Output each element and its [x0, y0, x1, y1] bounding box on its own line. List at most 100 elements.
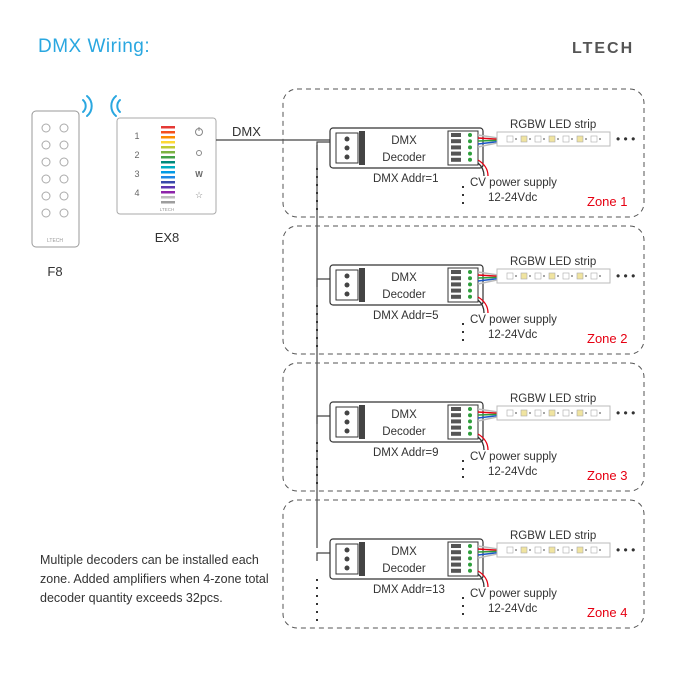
dmx-address: DMX Addr=9	[373, 447, 439, 459]
dmx-address: DMX Addr=5	[373, 310, 439, 322]
output-wire	[477, 142, 499, 148]
strip-continuation: • • •	[616, 132, 635, 146]
zone-box	[282, 362, 645, 492]
strip-continuation: • • •	[616, 406, 635, 420]
output-wire	[477, 274, 499, 277]
dmx-decoder: DMX Decoder	[329, 127, 484, 169]
output-wire	[477, 137, 499, 140]
color-stripe	[161, 171, 175, 174]
color-stripe	[161, 151, 175, 154]
zone-number-4: 4	[134, 188, 139, 198]
color-stripe	[161, 141, 175, 144]
color-stripe	[161, 161, 175, 164]
panel-label: EX8	[155, 230, 180, 245]
output-wire	[477, 134, 499, 139]
power-wire	[477, 162, 485, 177]
power-voltage-label: 12-24Vdc	[488, 192, 537, 204]
brand-logo: LTECH	[572, 40, 635, 57]
wifi-icon	[82, 95, 93, 117]
led-strip	[496, 542, 611, 558]
strip-continuation: • • •	[616, 269, 635, 283]
power-voltage-label: 12-24Vdc	[488, 603, 537, 615]
color-stripe	[161, 201, 175, 204]
decoder-title: DMX	[391, 409, 417, 421]
color-stripe	[161, 146, 175, 149]
output-wire	[477, 279, 499, 285]
zone-number-3: 3	[134, 169, 139, 179]
color-stripe	[161, 126, 175, 129]
output-wire	[477, 277, 499, 282]
color-stripe	[161, 186, 175, 189]
output-wire	[477, 140, 499, 145]
power-wire	[477, 296, 489, 314]
strip-continuation: • • •	[616, 543, 635, 557]
power-supply-label: CV power supply	[470, 451, 557, 463]
zone-number-1: 1	[134, 131, 139, 141]
zone-box	[282, 88, 645, 218]
color-stripe	[161, 166, 175, 169]
power-wire	[477, 436, 485, 451]
power-supply-label: CV power supply	[470, 588, 557, 600]
strip-label: RGBW LED strip	[510, 119, 596, 131]
star-icon: ☆	[195, 190, 203, 200]
color-stripe	[161, 131, 175, 134]
output-wire	[477, 139, 499, 142]
output-wire	[477, 545, 499, 550]
color-stripe	[161, 136, 175, 139]
zone-box	[282, 499, 645, 629]
output-wire	[477, 553, 499, 559]
zone-number-2: 2	[134, 150, 139, 160]
led-strip	[496, 131, 611, 147]
output-wire	[477, 414, 499, 419]
color-stripe	[161, 176, 175, 179]
color-stripe	[161, 181, 175, 184]
color-stripe	[161, 191, 175, 194]
color-stripe	[161, 156, 175, 159]
output-wire	[477, 408, 499, 413]
sun-icon	[196, 150, 202, 156]
power-voltage-label: 12-24Vdc	[488, 466, 537, 478]
remote-f8: LTECH F8	[31, 110, 80, 279]
decoder-subtitle: Decoder	[382, 289, 426, 301]
decoder-subtitle: Decoder	[382, 152, 426, 164]
panel-logo: LTECH	[160, 207, 174, 212]
installation-note: Multiple decoders can be installed each …	[40, 553, 269, 605]
strip-label: RGBW LED strip	[510, 530, 596, 542]
output-wire	[477, 413, 499, 416]
decoder-subtitle: Decoder	[382, 563, 426, 575]
output-wire	[477, 416, 499, 422]
zone-label: Zone 3	[587, 468, 627, 483]
color-touch-bar	[161, 126, 175, 204]
power-wire	[477, 570, 489, 588]
output-wire	[477, 276, 499, 279]
output-wire	[477, 411, 499, 414]
white-label: W	[195, 170, 203, 179]
zone-label: Zone 2	[587, 331, 627, 346]
decoder-title: DMX	[391, 135, 417, 147]
power-voltage-label: 12-24Vdc	[488, 329, 537, 341]
strip-label: RGBW LED strip	[510, 393, 596, 405]
led-strip	[496, 405, 611, 421]
page-title: DMX Wiring:	[38, 36, 151, 57]
zone-label: Zone 4	[587, 605, 627, 620]
power-supply-label: CV power supply	[470, 314, 557, 326]
strip-label: RGBW LED strip	[510, 256, 596, 268]
dmx-decoder: DMX Decoder	[329, 538, 484, 580]
dmx-address: DMX Addr=1	[373, 173, 439, 185]
zone-label: Zone 1	[587, 194, 627, 209]
power-wire	[477, 299, 485, 314]
output-wire	[477, 551, 499, 556]
power-supply-label: CV power supply	[470, 177, 557, 189]
zone-box	[282, 225, 645, 355]
decoder-title: DMX	[391, 546, 417, 558]
panel-ex8: 1 2 3 4 W ☆ LTECH EX8	[116, 117, 217, 245]
remote-buttons	[41, 123, 69, 218]
wifi-icon	[110, 95, 121, 117]
